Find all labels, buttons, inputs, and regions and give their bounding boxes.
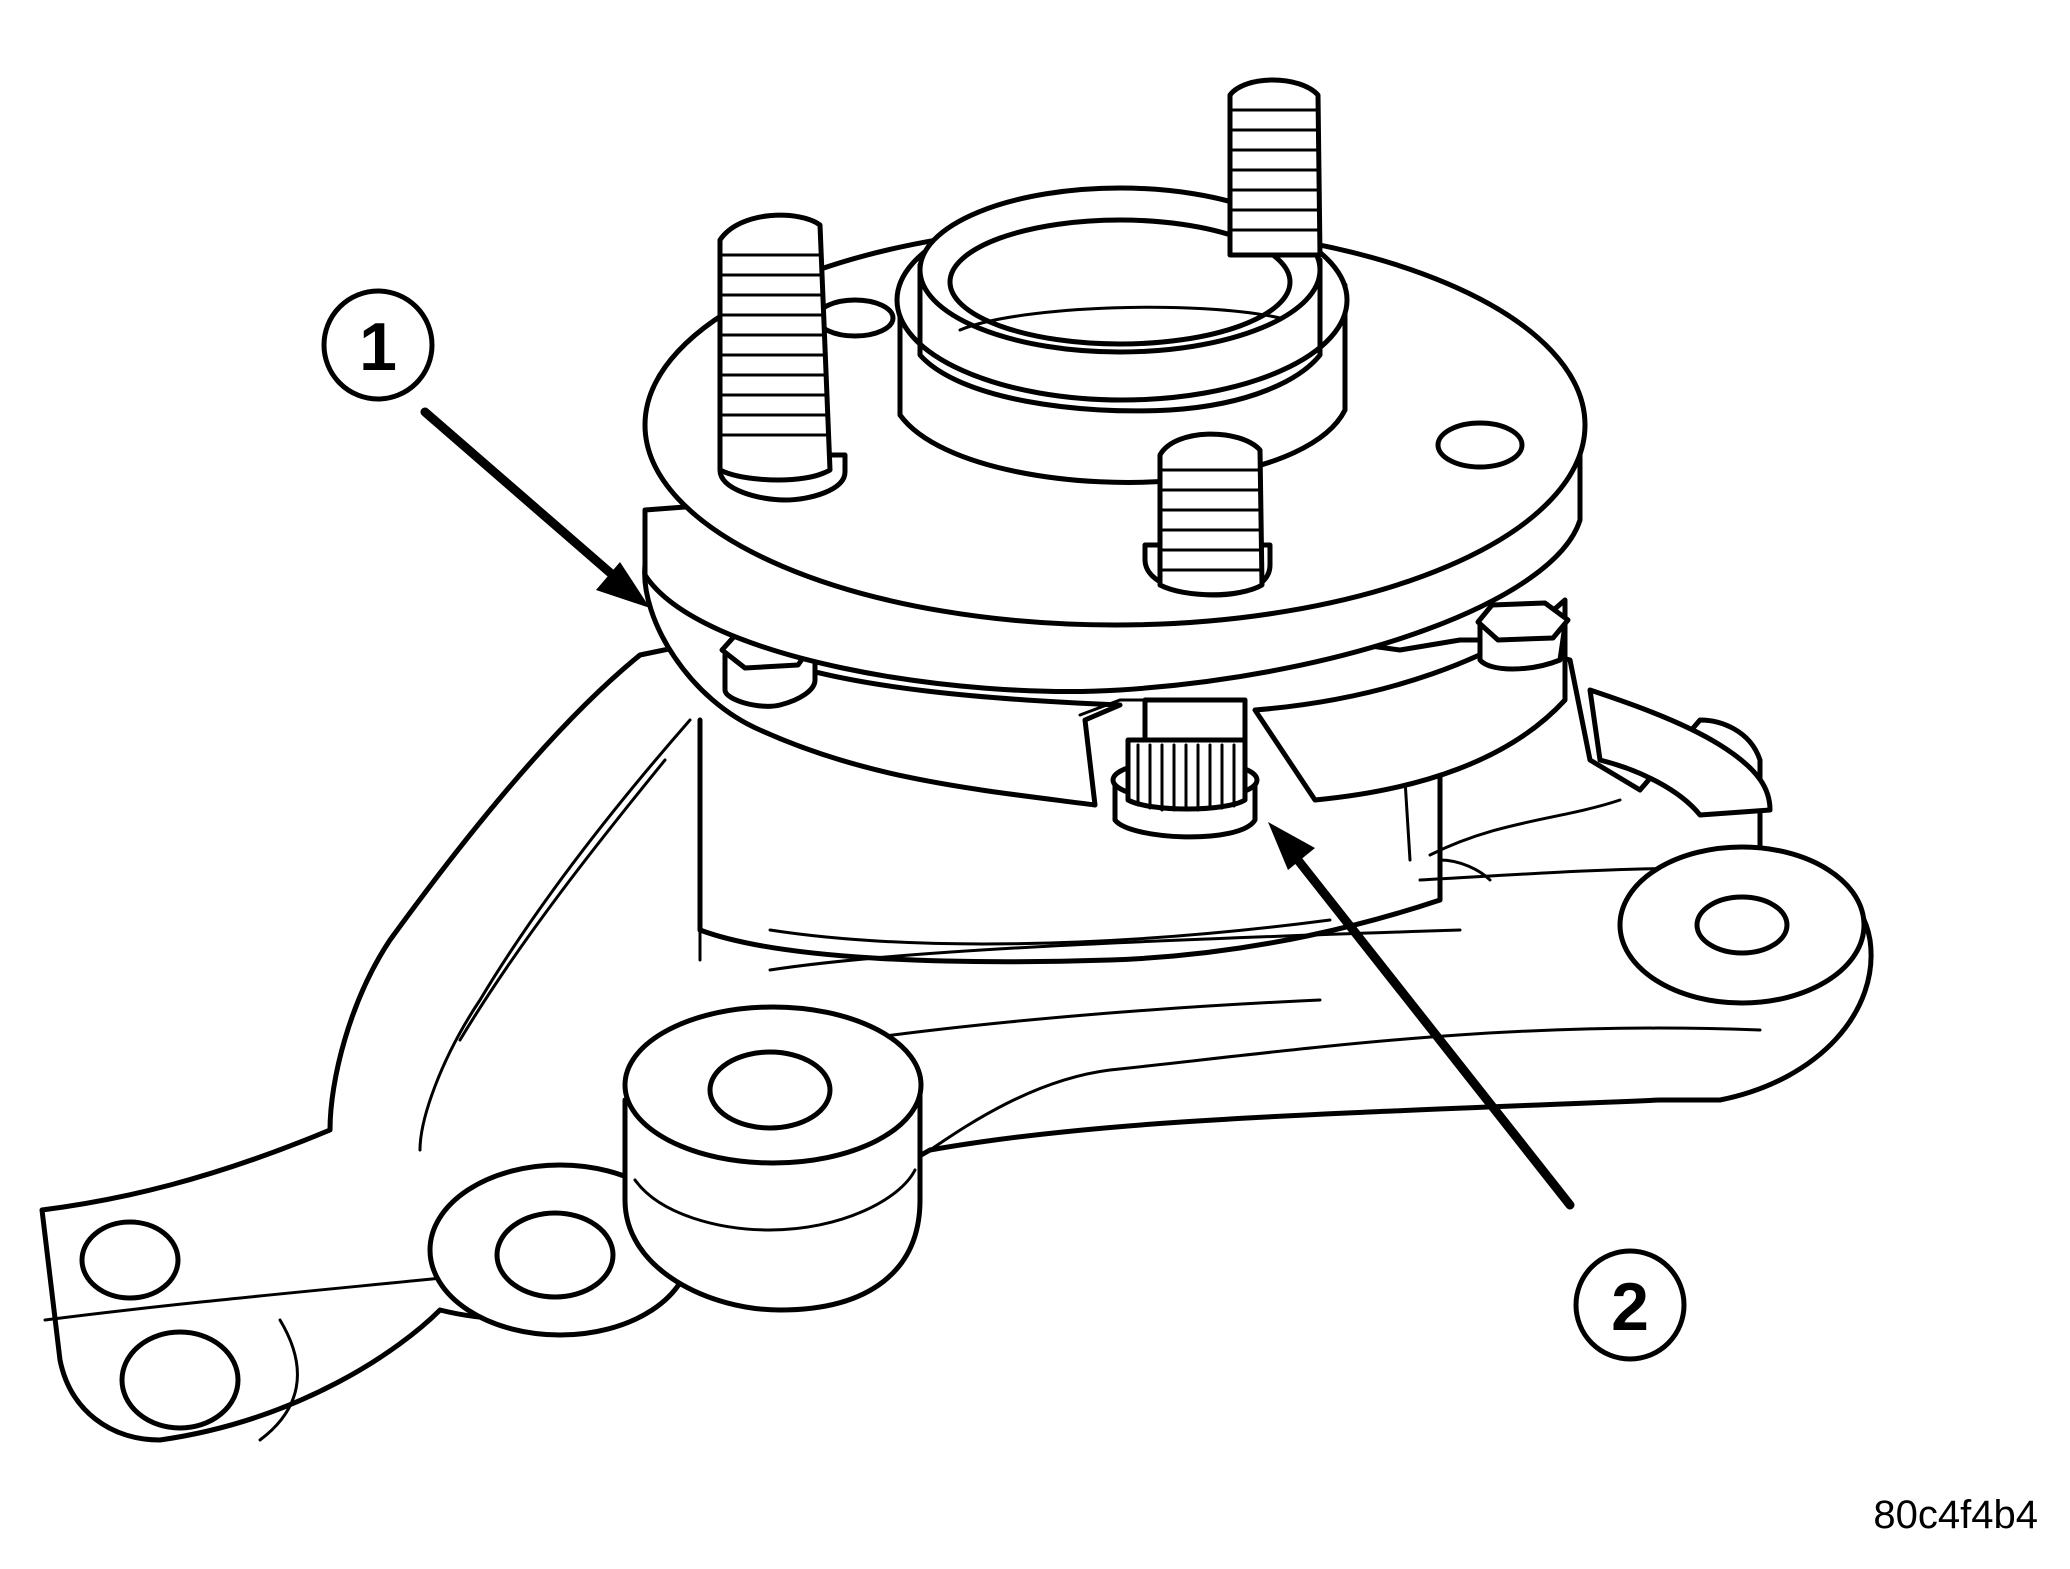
wheel-stud-front	[1142, 431, 1273, 598]
callout-2-number: 2	[1611, 1269, 1649, 1345]
callout-2-arrow	[1285, 845, 1575, 1210]
dust-shield	[642, 562, 1571, 808]
callout-1-number: 1	[359, 309, 397, 385]
callout-2: 2	[1268, 822, 1687, 1362]
figure-id: 80c4f4b4	[1873, 1493, 2038, 1537]
hub-flange	[642, 185, 1588, 694]
steering-knuckle	[39, 594, 1874, 1443]
wheel-stud-left	[717, 212, 848, 503]
wheel-stud-installed	[1110, 697, 1260, 840]
wheel-stud-back	[1227, 77, 1323, 258]
callout-1: 1	[321, 288, 650, 608]
callout-1-arrow	[420, 407, 635, 595]
